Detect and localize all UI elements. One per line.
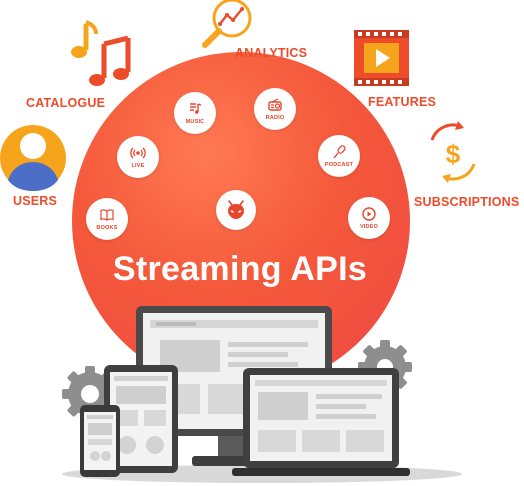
analytics-label: ANALYTICS [235, 46, 308, 60]
music-label: MUSIC [185, 119, 205, 125]
features-label: FEATURES [368, 95, 437, 109]
alien-logo-icon [228, 200, 244, 219]
radio-bubble: RADIO [254, 88, 296, 130]
user-avatar-icon [0, 125, 66, 191]
books-label: BOOKS [96, 225, 118, 231]
tablet-device [104, 365, 178, 473]
video-label: VIDEO [359, 224, 379, 230]
books-bubble: BOOKS [86, 198, 128, 240]
podcast-label: PODCAST [324, 162, 354, 168]
streaming-apis-title: Streaming APIs [112, 250, 368, 288]
catalogue-label: CATALOGUE [26, 96, 106, 110]
live-label: LIVE [131, 163, 145, 169]
subscription-dollar-icon: $ [430, 121, 476, 183]
radio-label: RADIO [265, 115, 285, 121]
svg-text:$: $ [446, 139, 461, 169]
music-notes-icon [71, 20, 131, 86]
alien-logo-bubble [216, 190, 256, 230]
subscriptions-label: SUBSCRIPTIONS [414, 195, 520, 209]
video-film-icon [354, 30, 409, 86]
live-broadcast-icon [130, 147, 146, 159]
video-bubble: VIDEO [348, 197, 390, 239]
microphone-icon [333, 145, 346, 159]
phone-device [80, 405, 120, 477]
monitor-device [136, 306, 332, 466]
play-circle-icon [362, 207, 376, 221]
podcast-bubble: PODCAST [318, 135, 360, 177]
users-label: USERS [13, 194, 58, 208]
music-list-icon [190, 103, 202, 114]
live-bubble: LIVE [117, 136, 159, 178]
analytics-magnifier-icon [202, 0, 252, 48]
laptop-device [232, 368, 410, 476]
music-bubble: MUSIC [174, 92, 216, 134]
radio-icon [268, 98, 282, 111]
book-icon [100, 209, 114, 221]
